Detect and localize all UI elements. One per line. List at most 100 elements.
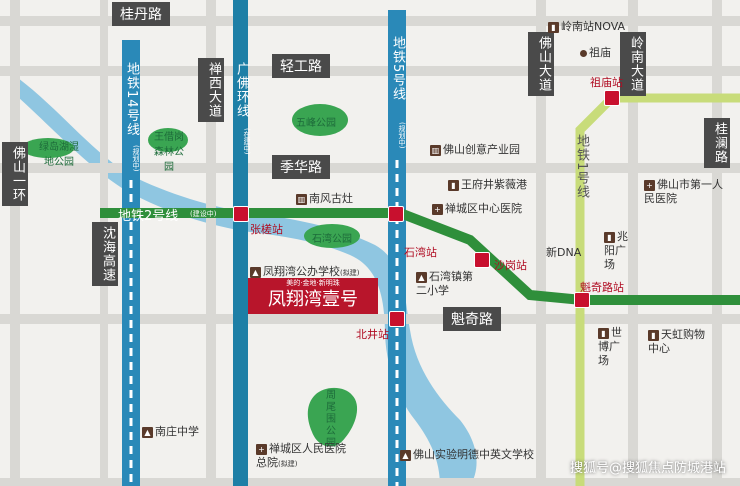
station-marker-shiwan[interactable] bbox=[388, 206, 404, 222]
school-icon: ▲ bbox=[142, 426, 153, 438]
hospital-icon: + bbox=[644, 179, 655, 191]
road-guilan bbox=[712, 0, 722, 486]
road-kuiqi bbox=[0, 314, 740, 324]
road-label-guidan: 桂丹路 bbox=[112, 2, 170, 26]
station-label-shiwan: 石湾站 bbox=[404, 246, 437, 259]
project-marker[interactable]: 美的·金地·新明珠 凤翔湾壹号 bbox=[248, 278, 378, 314]
metro-line2 bbox=[100, 208, 740, 305]
poi-nanzhuang-school: ▲南庄中学 bbox=[142, 425, 202, 439]
metro-note-line5: (规划中) bbox=[398, 122, 406, 149]
metro-note-guangfo: (在建中) bbox=[243, 128, 251, 155]
poi-chancheng-people: +禅城区人民医院总院(拟建) bbox=[256, 442, 346, 471]
station-marker-shagang[interactable] bbox=[474, 252, 490, 268]
poi-label: 兆阳广场 bbox=[604, 230, 628, 271]
building-icon: ▥ bbox=[296, 193, 307, 205]
poi-creative-park: ▥佛山创意产业园 bbox=[430, 141, 520, 157]
station-marker-beijing[interactable] bbox=[389, 311, 405, 327]
road-label-foshan-ring: 佛山一环 bbox=[2, 142, 28, 206]
park-label-wangjiegang: 王借岗森林公园 bbox=[154, 132, 184, 173]
road-label-qinggong: 轻工路 bbox=[272, 54, 330, 78]
poi-wangfujing: ▮王府井紫薇港 bbox=[448, 176, 527, 192]
road-label-kuiqi: 魁奇路 bbox=[443, 307, 501, 331]
poi-nanfeng: ▥南风古灶 bbox=[296, 190, 353, 206]
road-foshan-ave bbox=[536, 0, 546, 486]
poi-zumiao: 祖庙 bbox=[580, 44, 611, 60]
metro-line1 bbox=[575, 93, 740, 486]
poi-label: 南庄中学 bbox=[155, 425, 199, 438]
road-label-shenhai: 沈海高速 bbox=[92, 222, 118, 286]
station-label-kuiqi: 魁奇路站 bbox=[580, 281, 624, 294]
park-label-lvdao: 绿岛湖湿地公园 bbox=[39, 142, 79, 168]
park-label-zhouwei: 周尾围公园 bbox=[326, 390, 336, 449]
park-label-wufeng: 五峰公园 bbox=[296, 118, 336, 129]
road-label-chanxi: 禅西大道 bbox=[198, 58, 224, 122]
station-marker-kuiqi[interactable] bbox=[574, 292, 590, 308]
metro-label-line14: 地铁14号线 bbox=[124, 62, 139, 137]
station-marker-zhanglou[interactable] bbox=[233, 206, 249, 222]
park-lvdao bbox=[22, 138, 74, 158]
mall-icon: ▮ bbox=[604, 231, 615, 243]
poi-xin-dna: 新DNA bbox=[546, 244, 581, 260]
station-marker-zumiao[interactable] bbox=[604, 90, 620, 106]
poi-label: 新DNA bbox=[546, 246, 582, 259]
poi-label: 佛山实验明德中英文学校 bbox=[413, 448, 534, 461]
temple-icon bbox=[580, 49, 587, 57]
road-chanxi bbox=[206, 0, 216, 486]
road-guidan bbox=[0, 16, 740, 26]
poi-label: 禅城区中心医院 bbox=[445, 202, 522, 215]
watermark: 搜狐号@搜狐焦点防城港站 bbox=[569, 461, 726, 476]
metro-label-line1: 地铁1号线 bbox=[574, 134, 589, 200]
mall-icon: ▮ bbox=[448, 179, 459, 191]
road-lingnan-ave bbox=[628, 0, 638, 486]
metro-guangfo bbox=[233, 0, 248, 486]
poi-label: 世博广场 bbox=[598, 326, 622, 367]
mall-icon: ▮ bbox=[548, 21, 559, 33]
park-wangjiegang bbox=[148, 128, 188, 152]
road-label-guilan: 桂澜路 bbox=[704, 118, 730, 168]
poi-note: (拟建) bbox=[340, 269, 360, 277]
poi-label: 南风古灶 bbox=[309, 192, 353, 205]
station-label-zumiao: 祖庙站 bbox=[590, 76, 623, 89]
park-zhouwei bbox=[307, 387, 358, 447]
poi-chancheng-hospital: +禅城区中心医院 bbox=[432, 200, 522, 216]
poi-shiwan-school: ▲石湾镇第二小学 bbox=[416, 270, 476, 298]
poi-label: 凤翔湾公办学校 bbox=[263, 265, 340, 278]
park-shiwan bbox=[304, 224, 360, 248]
mall-icon: ▮ bbox=[648, 329, 659, 341]
project-name: 凤翔湾壹号 bbox=[268, 289, 358, 310]
park-wufeng bbox=[292, 104, 348, 136]
school-icon: ▲ bbox=[400, 449, 411, 461]
park-label-shiwan: 石湾公园 bbox=[312, 234, 352, 245]
metro-note-line2: (建设中) bbox=[190, 210, 217, 218]
school-icon: ▲ bbox=[250, 266, 261, 278]
metro-label-line5: 地铁5号线 bbox=[390, 36, 405, 102]
poi-label: 天虹购物中心 bbox=[648, 328, 705, 355]
hospital-icon: + bbox=[432, 203, 443, 215]
metro-label-line2: 地铁2号线 bbox=[118, 209, 179, 224]
station-label-shagang: 沙岗站 bbox=[494, 259, 527, 272]
poi-label: 石湾镇第二小学 bbox=[416, 270, 473, 297]
poi-label: 佛山创意产业园 bbox=[443, 143, 520, 156]
road-south bbox=[0, 478, 740, 486]
poi-lingnan-nova: ▮岭南站NOVA bbox=[548, 18, 625, 34]
station-label-zhanglou: 张槎站 bbox=[250, 223, 283, 236]
building-icon: ▥ bbox=[430, 144, 441, 156]
poi-label: 佛山市第一人民医院 bbox=[644, 178, 723, 205]
poi-label: 祖庙 bbox=[589, 46, 611, 59]
road-label-foshan-ave: 佛山大道 bbox=[528, 32, 554, 96]
road-jihua bbox=[0, 163, 740, 173]
station-label-beijing: 北井站 bbox=[356, 328, 389, 341]
metro-note-line14: (规划中) bbox=[132, 145, 140, 172]
poi-tianhong: ▮天虹购物中心 bbox=[648, 328, 708, 356]
hospital-icon: + bbox=[256, 443, 267, 455]
poi-label: 王府井紫薇港 bbox=[461, 178, 527, 191]
poi-label: 岭南站NOVA bbox=[561, 20, 626, 33]
metro-line14 bbox=[122, 40, 140, 486]
road-label-lingnan-ave: 岭南大道 bbox=[620, 32, 646, 96]
metro-label-guangfo: 广佛环线 bbox=[234, 62, 249, 118]
poi-fengxiangwan-school: ▲凤翔湾公办学校(拟建) bbox=[250, 263, 359, 279]
project-tagline: 美的·金地·新明珠 bbox=[286, 279, 340, 287]
school-icon: ▲ bbox=[416, 271, 427, 283]
mall-icon: ▮ bbox=[598, 327, 609, 339]
